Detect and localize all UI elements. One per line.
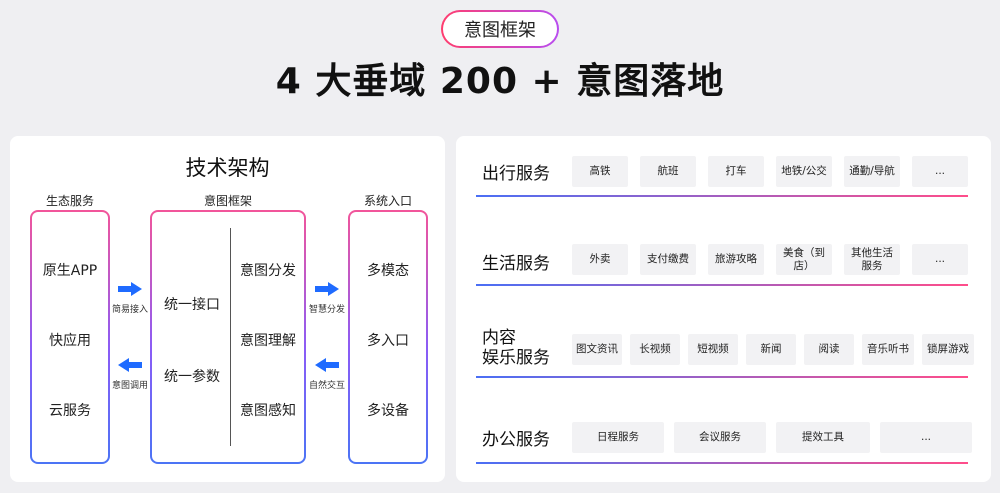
- ecosystem-box: 原生APP 快应用 云服务: [30, 210, 110, 464]
- intent-framework-badge: 意图框架: [441, 10, 559, 48]
- service-cell: ...: [912, 156, 968, 187]
- arrow-label: 智慧分发: [308, 305, 345, 315]
- service-cell: 打车: [708, 156, 764, 187]
- service-cell: 通勤/导航: [844, 156, 900, 187]
- row-title-travel: 出行服务: [482, 164, 550, 184]
- entry-item: 多入口: [367, 333, 409, 349]
- page-title: 4 大垂域 200 + 意图落地: [275, 61, 725, 102]
- service-cell: 日程服务: [572, 422, 664, 453]
- service-cell: 短视频: [688, 334, 738, 365]
- service-domains-panel: 出行服务 高铁 航班 打车 地铁/公交 通勤/导航 ... 生活服务 外卖 支付…: [456, 136, 991, 482]
- framework-item: 统一参数: [164, 369, 220, 385]
- arrow-right-icon: [118, 282, 142, 296]
- arrow-label: 自然交互: [308, 381, 345, 391]
- entry-item: 多模态: [367, 263, 409, 279]
- framework-item: 意图感知: [240, 403, 296, 419]
- row-title-life: 生活服务: [482, 254, 550, 274]
- service-cell: 其他生活服务: [844, 244, 900, 275]
- service-cell: 长视频: [630, 334, 680, 365]
- service-cell: 新闻: [746, 334, 796, 365]
- service-cell: ...: [880, 422, 972, 453]
- row-title-content-line2: 娱乐服务: [482, 348, 550, 368]
- ecosystem-item: 快应用: [49, 333, 91, 349]
- framework-divider: [230, 228, 231, 446]
- row-title-office: 办公服务: [482, 430, 550, 450]
- arrow-label: 简易接入: [111, 305, 148, 315]
- service-cell: 提效工具: [776, 422, 870, 453]
- badge-label: 意图框架: [443, 12, 557, 46]
- tech-architecture-title: 技术架构: [185, 156, 270, 180]
- row-divider: [476, 376, 968, 378]
- framework-box: 统一接口 统一参数 意图分发 意图理解 意图感知: [150, 210, 306, 464]
- service-cell: 航班: [640, 156, 696, 187]
- arrow-right-icon: [315, 282, 339, 296]
- entry-item: 多设备: [367, 403, 409, 419]
- framework-item: 统一接口: [164, 297, 220, 313]
- tech-architecture-panel: 技术架构 生态服务 意图框架 系统入口 原生APP 快应用 云服务 统一接口 统…: [10, 136, 445, 482]
- arrow-left-icon: [315, 358, 339, 372]
- arrow-label: 意图调用: [111, 381, 148, 391]
- arrow-left-icon: [118, 358, 142, 372]
- ecosystem-item: 云服务: [49, 403, 91, 419]
- service-cell: 美食（到店）: [776, 244, 832, 275]
- framework-item: 意图理解: [240, 333, 296, 349]
- service-cell: ...: [912, 244, 968, 275]
- entry-box: 多模态 多入口 多设备: [348, 210, 428, 464]
- service-cell: 阅读: [804, 334, 854, 365]
- service-cell: 图文资讯: [572, 334, 622, 365]
- service-cell: 会议服务: [674, 422, 766, 453]
- entry-label: 系统入口: [363, 194, 412, 208]
- service-cell: 旅游攻略: [708, 244, 764, 275]
- row-divider: [476, 195, 968, 197]
- ecosystem-item: 原生APP: [42, 263, 98, 279]
- service-cell: 支付缴费: [640, 244, 696, 275]
- service-cell: 锁屏游戏: [922, 334, 974, 365]
- service-cell: 地铁/公交: [776, 156, 832, 187]
- framework-label: 意图框架: [203, 194, 252, 208]
- service-cell: 音乐听书: [862, 334, 914, 365]
- service-cell: 外卖: [572, 244, 628, 275]
- row-title-content-line1: 内容: [482, 328, 516, 348]
- row-divider: [476, 462, 968, 464]
- row-divider: [476, 284, 968, 286]
- ecosystem-label: 生态服务: [45, 194, 94, 208]
- service-cell: 高铁: [572, 156, 628, 187]
- framework-item: 意图分发: [240, 263, 296, 279]
